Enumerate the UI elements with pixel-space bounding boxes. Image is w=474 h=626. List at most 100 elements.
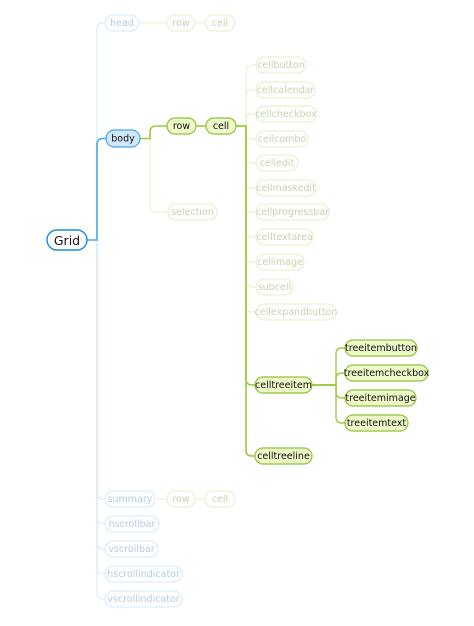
node-box [255, 154, 299, 172]
node-label: cellimage [257, 257, 303, 268]
node-box [104, 515, 160, 533]
node-label: row [172, 494, 190, 505]
node-label: cellbutton [257, 60, 305, 71]
node-box [167, 203, 218, 221]
node-vscrollindicator: vscrollindicator [104, 590, 183, 608]
node-label: vscrollbar [108, 544, 154, 555]
node-box [104, 14, 140, 32]
link-grid-vscrollbar [96, 240, 105, 550]
node-cc5: cellmaskedit [255, 179, 317, 197]
link-body-selection [140, 137, 168, 213]
node-hscrollindicator: hscrollindicator [104, 565, 183, 583]
node-ti1: treeitemcheckbox [344, 364, 430, 382]
node-box [46, 229, 88, 251]
node-box [255, 130, 309, 148]
node-box [344, 389, 417, 407]
node-box [344, 364, 429, 382]
node-label: summary [108, 494, 153, 505]
node-box [166, 117, 197, 135]
node-summary-row: row [166, 490, 196, 508]
node-box [255, 81, 316, 99]
node-box [255, 179, 317, 197]
link-cell-celltreeline [236, 125, 255, 457]
node-label: selection [171, 207, 214, 218]
node-box [255, 303, 337, 321]
link-cell-child-1 [236, 89, 256, 127]
node-label: celltreeitem [255, 380, 312, 391]
node-head-cell: cell [204, 14, 236, 32]
node-body: body [105, 129, 141, 148]
node-label: cell [213, 121, 229, 132]
node-body-cell: cell [205, 117, 237, 135]
connector-lines [87, 22, 345, 600]
node-head-row: row [166, 14, 196, 32]
node-box [104, 540, 159, 558]
node-cc1: cellcalendar [255, 81, 316, 99]
node-cc6: cellprogressbar [255, 203, 330, 221]
node-box [204, 490, 236, 508]
node-head: head [104, 14, 140, 32]
node-box [104, 490, 156, 508]
node-summary-cell: cell [204, 490, 236, 508]
node-cc3: cellcombo [255, 130, 309, 148]
node-cc4: celledit [255, 154, 299, 172]
node-label: cellcalendar [257, 85, 315, 96]
link-body-row [140, 125, 167, 140]
node-box [166, 490, 196, 508]
node-box [255, 203, 330, 221]
link-treeitem-child-3 [312, 384, 345, 424]
node-label: cellprogressbar [256, 207, 329, 218]
node-box [344, 339, 418, 357]
node-label: head [110, 18, 134, 29]
node-box [254, 376, 313, 394]
node-grid: Grid [46, 229, 88, 251]
diagram-nodes: Grid head row cell body row cell selection cellb… [46, 14, 430, 608]
node-ti2: treeitemimage [344, 389, 417, 407]
node-box [344, 414, 409, 432]
link-treeitem-child-0 [312, 347, 345, 386]
link-treeitem-child-1 [312, 372, 345, 386]
node-summary: summary [104, 490, 156, 508]
node-box [255, 56, 307, 74]
node-label: celltextarea [256, 232, 312, 243]
node-box [205, 117, 237, 135]
node-label: treeitembutton [345, 343, 417, 354]
node-ti0: treeitembutton [344, 339, 418, 357]
node-box [255, 228, 314, 246]
link-cell-child-2 [236, 113, 256, 127]
node-label: body [111, 134, 135, 145]
node-label: hscrollindicator [107, 569, 180, 580]
node-label: subcell [258, 282, 291, 293]
node-label: cell [212, 18, 228, 29]
node-label: cell [212, 494, 228, 505]
node-label: row [172, 18, 190, 29]
node-label: cellexpandbutton [255, 307, 338, 318]
link-treeitem-child-2 [312, 384, 345, 399]
node-label: treeitemcheckbox [344, 368, 430, 379]
node-box [104, 590, 183, 608]
node-box [105, 129, 141, 148]
node-label: celledit [260, 158, 295, 169]
node-cc9: subcell [255, 278, 294, 296]
node-box [204, 14, 236, 32]
node-label: Grid [54, 233, 80, 248]
node-box [255, 105, 317, 123]
link-grid-vscrollindicator [96, 240, 105, 600]
node-label: hscrollbar [109, 519, 156, 530]
node-box [255, 253, 305, 271]
link-grid-summary [96, 240, 105, 500]
node-cc10: cellexpandbutton [255, 303, 338, 321]
node-label: cellmaskedit [256, 183, 316, 194]
node-selection: selection [167, 203, 218, 221]
node-label: treeitemimage [345, 393, 415, 404]
node-celltreeitem: celltreeitem [254, 376, 313, 394]
node-vscrollbar: vscrollbar [104, 540, 159, 558]
node-ti3: treeitemtext [344, 414, 409, 432]
node-label: treeitemtext [347, 418, 407, 429]
node-cc2: cellcheckbox [255, 105, 317, 123]
node-box [254, 447, 313, 465]
node-box [255, 278, 294, 296]
node-label: celltreeline [257, 451, 310, 462]
